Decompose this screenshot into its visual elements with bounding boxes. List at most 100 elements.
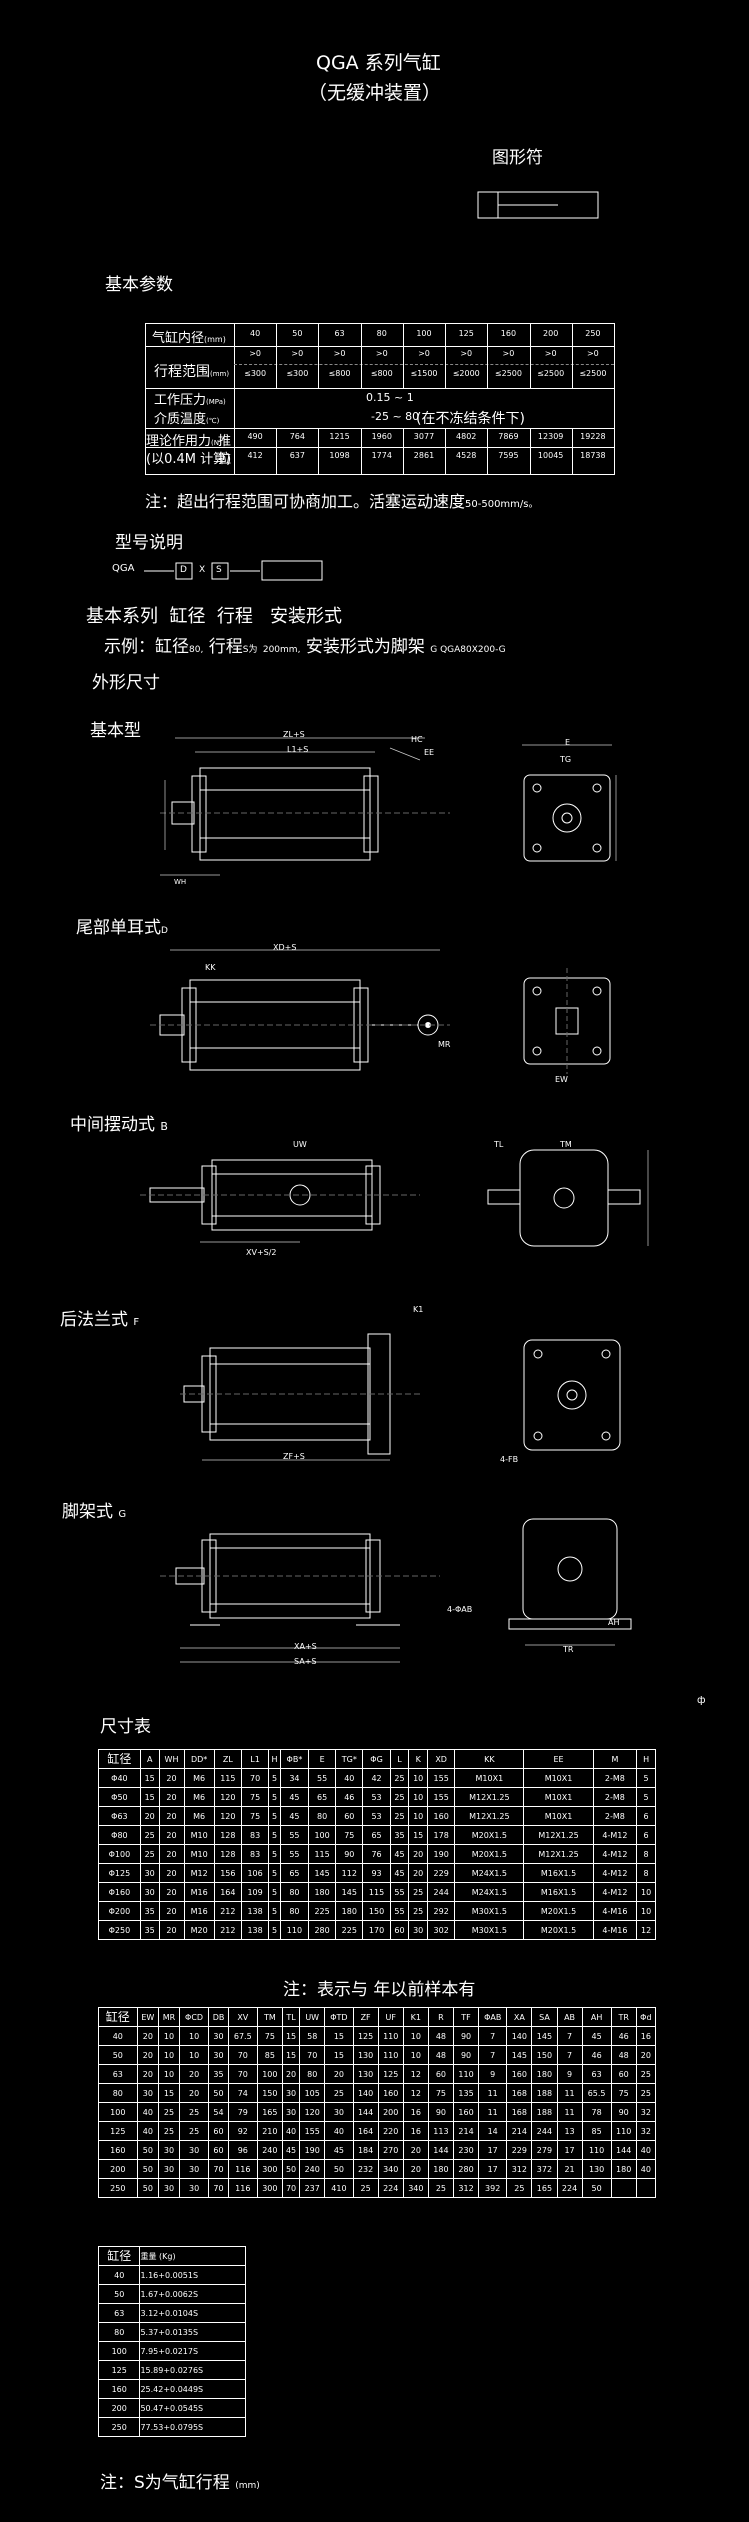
table-cell: 13 bbox=[556, 2121, 583, 2141]
table-cell: 90 bbox=[452, 2045, 480, 2065]
table-cell: 2-M8 bbox=[592, 1787, 638, 1807]
table-header-cell: 缸径 bbox=[98, 2007, 138, 2027]
table-cell: 155 bbox=[299, 2121, 326, 2141]
table-cell: 40 bbox=[635, 2140, 657, 2160]
table-cell: M10X1 bbox=[523, 1806, 594, 1826]
table-cell: 34 bbox=[279, 1768, 309, 1788]
table-cell: M10X1 bbox=[523, 1768, 594, 1788]
table-cell: 20 bbox=[158, 1768, 185, 1788]
table-cell: 312 bbox=[506, 2159, 533, 2179]
table-cell: M16X1.5 bbox=[523, 1863, 594, 1883]
dim-ah: AH bbox=[608, 1618, 620, 1627]
table-cell: Φ250 bbox=[98, 1920, 141, 1940]
table-cell: 100 bbox=[97, 2341, 141, 2361]
table-cell: 16 bbox=[402, 2102, 429, 2122]
table-cell: 125 bbox=[98, 2121, 138, 2141]
table-cell: 188 bbox=[531, 2102, 558, 2122]
table-cell: 300 bbox=[256, 2159, 283, 2179]
table-cell: 5 bbox=[636, 1768, 656, 1788]
table-cell: M6 bbox=[183, 1787, 215, 1807]
table-cell: 135 bbox=[452, 2083, 480, 2103]
table-cell: 30 bbox=[281, 2083, 301, 2103]
table-cell: 50 bbox=[581, 2178, 612, 2198]
bp-push-cell: 12309 bbox=[537, 432, 564, 441]
table-cell: 50 bbox=[281, 2159, 301, 2179]
table-cell: 250 bbox=[97, 2417, 141, 2437]
table-cell: 200 bbox=[377, 2102, 404, 2122]
table-cell: 7.95+0.0217S bbox=[139, 2341, 246, 2361]
table-cell: 138 bbox=[240, 1920, 270, 1940]
bp-stroke_max-cell: ≤2500 bbox=[537, 369, 565, 378]
table-cell: 145 bbox=[531, 2026, 558, 2046]
table-cell: 12 bbox=[636, 1920, 656, 1940]
table-cell: 12 bbox=[402, 2064, 429, 2084]
table-cell: 45 bbox=[281, 2140, 301, 2160]
table-cell: 46 bbox=[610, 2026, 637, 2046]
table-cell: 225 bbox=[307, 1901, 337, 1921]
table-cell: M12X1.25 bbox=[523, 1825, 594, 1845]
table-cell: 372 bbox=[531, 2159, 558, 2179]
view-foot-label: 脚架式 G bbox=[62, 1502, 127, 1522]
table-cell: 45 bbox=[279, 1787, 309, 1807]
table-cell: 250 bbox=[98, 2178, 138, 2198]
table-cell: 53 bbox=[362, 1787, 391, 1807]
table-cell: 35 bbox=[389, 1825, 410, 1845]
table-cell: 30 bbox=[408, 1920, 429, 1940]
table-cell: 50 bbox=[136, 2140, 160, 2160]
table-cell: 115 bbox=[307, 1844, 337, 1864]
table-cell: 10 bbox=[408, 1787, 429, 1807]
view-rear-flange-label: 后法兰式 F bbox=[60, 1310, 140, 1330]
table-cell: 11 bbox=[556, 2083, 583, 2103]
dim-xd-s: XD+S bbox=[273, 943, 297, 952]
table-cell: 410 bbox=[324, 2178, 354, 2198]
table-cell: 224 bbox=[377, 2178, 404, 2198]
table-cell: 7 bbox=[556, 2026, 583, 2046]
table-cell: M10 bbox=[183, 1825, 215, 1845]
dim-k1: K1 bbox=[413, 1305, 424, 1314]
table-cell: 7 bbox=[556, 2045, 583, 2065]
table-header-cell: Φd bbox=[635, 2007, 657, 2027]
table-header-cell: MR bbox=[158, 2007, 180, 2027]
table-cell: 220 bbox=[377, 2121, 404, 2141]
table-cell: 45 bbox=[581, 2026, 612, 2046]
table-cell: 55 bbox=[389, 1882, 410, 1902]
table-cell: 1.67+0.0062S bbox=[139, 2284, 246, 2304]
table-cell: 20 bbox=[408, 1844, 429, 1864]
table-cell: 70 bbox=[208, 2178, 229, 2198]
table-cell: 165 bbox=[531, 2178, 558, 2198]
bp-stroke_max-cell: ≤800 bbox=[328, 369, 351, 378]
table-cell: 46 bbox=[335, 1787, 364, 1807]
table-cell: 302 bbox=[427, 1920, 456, 1940]
page-subtitle: （无缓冲装置） bbox=[308, 82, 442, 104]
table-cell: 4-M16 bbox=[592, 1920, 638, 1940]
bp-stroke_max-cell: ≤2500 bbox=[579, 369, 607, 378]
table-cell: M20 bbox=[183, 1920, 215, 1940]
bp-push-cell: 19228 bbox=[580, 432, 606, 441]
table-cell: 20 bbox=[158, 1882, 185, 1902]
row-label-pull: 拉 bbox=[218, 452, 232, 467]
table-cell: 100 bbox=[307, 1825, 337, 1845]
table-cell: 280 bbox=[452, 2159, 480, 2179]
table-cell: 212 bbox=[213, 1901, 242, 1921]
table-cell: M6 bbox=[183, 1768, 215, 1788]
table-cell: 15 bbox=[139, 1787, 160, 1807]
dim-e: E bbox=[565, 738, 571, 747]
table-cell: 190 bbox=[299, 2140, 326, 2160]
table-cell: 130 bbox=[352, 2064, 379, 2084]
table-cell: 170 bbox=[362, 1920, 391, 1940]
table-cell: 30 bbox=[208, 2045, 229, 2065]
table-cell: 160 bbox=[97, 2379, 141, 2399]
table-cell: 144 bbox=[610, 2140, 637, 2160]
table-cell: 5 bbox=[268, 1787, 281, 1807]
outline-title: 外形尺寸 bbox=[92, 673, 160, 693]
table-cell: 116 bbox=[227, 2159, 258, 2179]
page-title: QGA 系列气缸 bbox=[316, 52, 441, 74]
table-cell: 128 bbox=[213, 1844, 242, 1864]
table-cell: 80 bbox=[98, 2083, 138, 2103]
table-cell: 48 bbox=[610, 2045, 637, 2065]
bp-stroke_max-cell: ≤800 bbox=[370, 369, 393, 378]
